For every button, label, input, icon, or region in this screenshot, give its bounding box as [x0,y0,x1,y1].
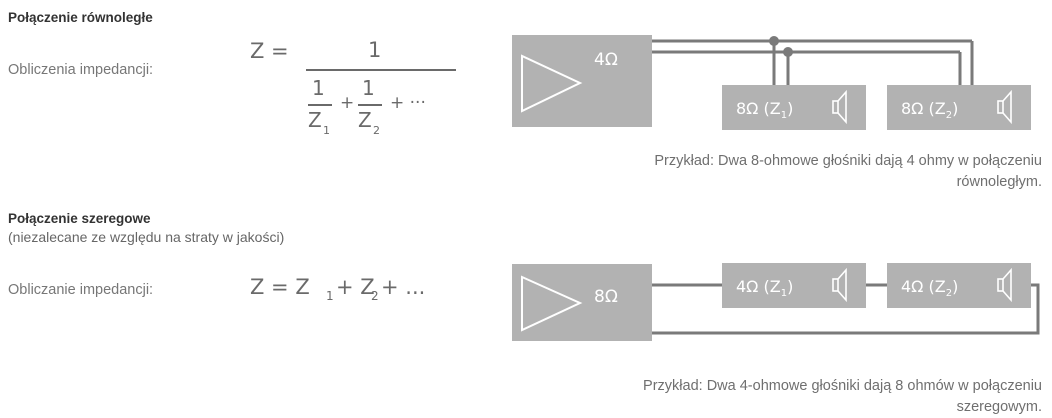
term2-denominator: Z [358,108,372,132]
amplifier-box [512,35,652,127]
formula-ellipsis: + ... [381,275,426,299]
speaker-1-label: 4Ω (Z1) [736,277,793,299]
ellipsis: + ··· [390,93,426,113]
series-subtitle: (niezalecane ze względu na straty w jako… [8,229,285,245]
term1-bar [308,104,332,106]
amplifier-triangle-icon [521,54,583,113]
speaker-icon [997,89,1012,125]
formula-lhs: Z = Z [250,275,310,299]
series-caption-line2: szeregowym. [956,399,1042,415]
series-calc-label: Obliczanie impedancji: [8,282,154,298]
plus-sign: + [340,93,355,113]
fraction-bar [306,69,456,71]
formula-subscript-1: 1 [326,289,334,303]
formula-plus-z: + Z [336,275,375,299]
speaker-2-box [887,85,1031,130]
junction-dot [769,36,779,46]
term2-numerator: 1 [362,76,375,100]
parallel-title: Połączenie równoległe [8,10,153,25]
speaker-1-box [722,85,866,130]
amplifier-impedance: 4Ω [594,50,618,70]
series-caption: Przykład: Dwa 4-ohmowe głośniki dają 8 o… [522,376,1042,418]
wires [652,283,1040,335]
term2-subscript: 2 [373,124,380,137]
wires [652,39,974,88]
parallel-wiring-diagram: 4Ω 8Ω (Z1) 8Ω (Z2) [512,35,1031,130]
amplifier-triangle-icon [521,275,583,332]
series-wiring-diagram: 8Ω 4Ω (Z1) 4Ω (Z2) [512,263,1040,341]
series-title: Połączenie szeregowe [8,211,151,226]
parallel-caption: Przykład: Dwa 8-ohmowe głośniki dają 4 o… [522,151,1042,193]
speaker-1-box [722,263,866,308]
parallel-caption-line1: Przykład: Dwa 8-ohmowe głośniki dają 4 o… [654,153,1042,169]
speaker-icon [832,267,847,303]
speaker-2-box [887,263,1031,308]
speaker-1-label: 8Ω (Z1) [736,99,793,121]
parallel-calc-label: Obliczenia impedancji: [8,62,154,78]
amplifier-box [512,264,652,341]
term1-denominator: Z [308,108,322,132]
formula-subscript-2: 2 [371,289,379,303]
formula-lhs: Z = [250,39,289,63]
parallel-formula: Z = 1 1 Z 1 + 1 Z 2 + ··· [250,35,470,150]
term1-numerator: 1 [312,76,325,100]
parallel-caption-line2: równoległym. [956,174,1042,190]
wire-return [652,283,1040,335]
series-caption-line1: Przykład: Dwa 4-ohmowe głośniki dają 8 o… [643,378,1042,394]
series-formula: Z = Z 1 + Z 2 + ... [250,272,470,312]
junction-dot [783,47,793,57]
formula-numerator: 1 [368,38,382,62]
speaker-icon [832,89,847,125]
speaker-2-label: 4Ω (Z2) [901,277,958,299]
amplifier-impedance: 8Ω [594,287,618,307]
term1-subscript: 1 [323,124,330,137]
speaker-2-label: 8Ω (Z2) [901,99,958,121]
speaker-icon [997,267,1012,303]
term2-bar [358,104,382,106]
